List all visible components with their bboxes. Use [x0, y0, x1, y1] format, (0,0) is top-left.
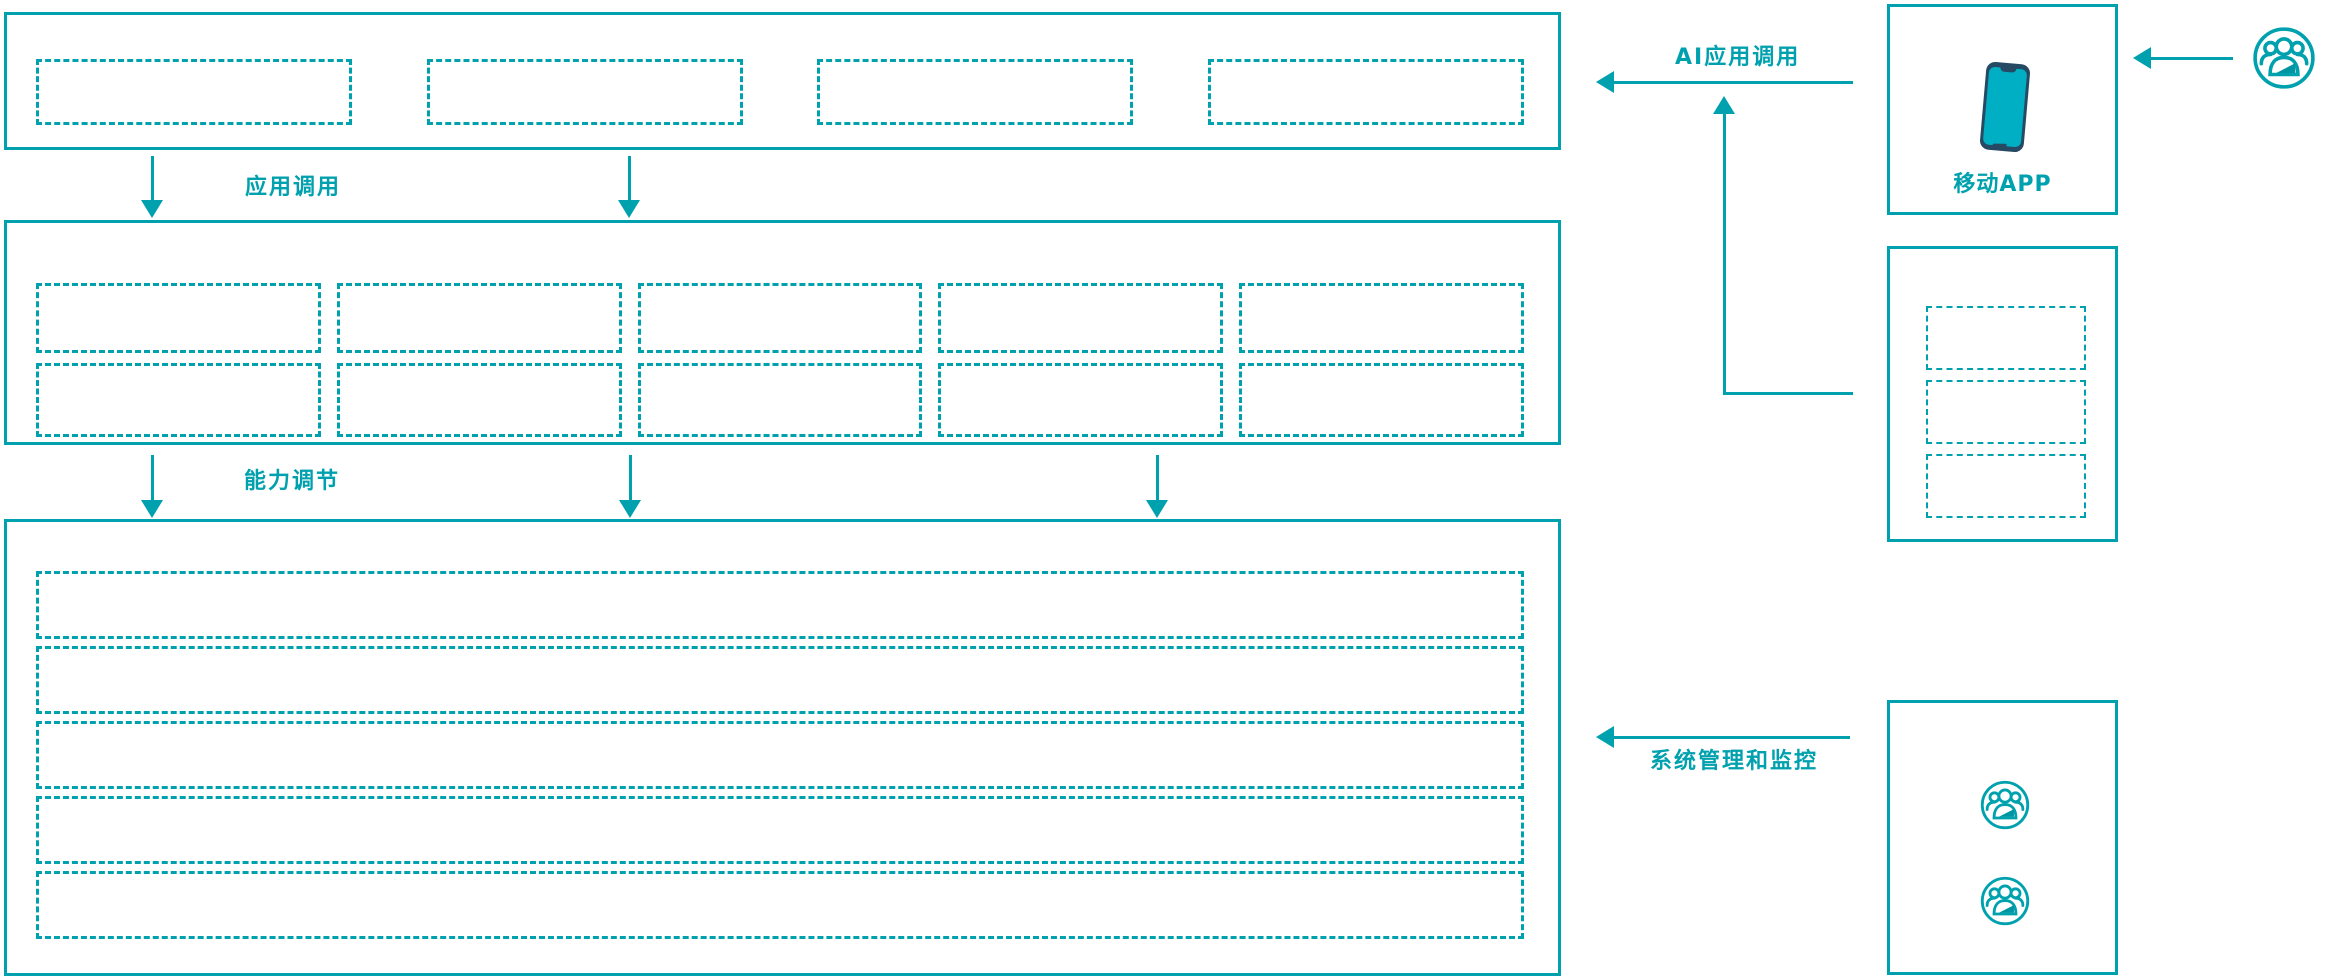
placeholder-box	[36, 646, 1524, 714]
arrow-head	[619, 500, 641, 518]
arrow-line	[1614, 81, 1853, 84]
arrow-line	[151, 156, 154, 200]
arrow-head	[1146, 500, 1168, 518]
component-box	[1887, 246, 2118, 542]
connector-line	[1723, 392, 1853, 395]
arrow-head	[141, 200, 163, 218]
user-group-icon	[1979, 779, 2031, 831]
placeholder-box	[1239, 363, 1524, 437]
placeholder-box	[36, 796, 1524, 864]
arrow-left-icon	[2133, 47, 2233, 69]
capability-tuning-label: 能力调节	[244, 469, 341, 494]
app-call-label: 应用调用	[245, 175, 342, 200]
mobile-app-label: 移动APP	[1953, 172, 2052, 197]
arrow-left-icon	[1596, 71, 1853, 93]
placeholder-box	[637, 283, 923, 353]
placeholder-box	[36, 571, 1524, 639]
arrow-line	[1723, 114, 1726, 395]
arrow-line	[1156, 455, 1159, 500]
arrow-line	[1614, 736, 1850, 739]
placeholder-box	[336, 283, 622, 353]
smartphone-icon	[1979, 61, 2031, 153]
placeholder-box	[817, 59, 1134, 125]
arrow-down-icon	[619, 455, 641, 518]
arrow-down-icon	[141, 455, 163, 518]
arrow-head	[1596, 71, 1614, 93]
component-placeholders	[1926, 306, 2086, 528]
arrow-line	[629, 455, 632, 500]
placeholder-box	[637, 363, 923, 437]
placeholder-box	[36, 871, 1524, 939]
phone-notch	[2000, 65, 2017, 73]
placeholder-box	[36, 363, 321, 437]
arrow-head	[1596, 726, 1614, 748]
arrow-head	[141, 500, 163, 518]
user-group-icon	[1979, 875, 2031, 927]
placeholder-box	[938, 363, 1224, 437]
arrow-line	[151, 455, 154, 500]
placeholder-box	[1239, 283, 1524, 353]
bottom-band-placeholders	[36, 571, 1524, 946]
top-band-placeholders	[36, 59, 1524, 125]
admin-users-box	[1887, 700, 2118, 975]
arrow-head	[2133, 47, 2151, 69]
placeholder-box	[1207, 59, 1524, 125]
placeholder-box	[36, 59, 352, 125]
mobile-app-box: 移动APP	[1887, 4, 2118, 215]
arrow-up-icon	[1713, 96, 1735, 395]
phone-homebar	[1992, 143, 2007, 147]
arrow-left-icon	[1596, 726, 1850, 748]
placeholder-box	[36, 283, 321, 353]
arrow-head	[618, 200, 640, 218]
arrow-down-icon	[141, 156, 163, 218]
ai-app-call-label: AI应用调用	[1675, 45, 1801, 70]
arrow-line	[628, 156, 631, 200]
placeholder-box	[1926, 454, 2086, 518]
placeholder-box	[1926, 306, 2086, 370]
middle-band-placeholders	[36, 283, 1524, 437]
placeholder-box	[426, 59, 743, 125]
placeholder-box	[1926, 380, 2086, 444]
phone-screen	[1982, 66, 2028, 148]
arrow-down-icon	[618, 156, 640, 218]
system-monitor-label: 系统管理和监控	[1650, 749, 1819, 774]
user-group-icon	[2251, 25, 2317, 91]
placeholder-box	[938, 283, 1224, 353]
arrow-down-icon	[1146, 455, 1168, 518]
placeholder-box	[336, 363, 622, 437]
placeholder-box	[36, 721, 1524, 789]
arrow-head	[1713, 96, 1735, 114]
arrow-line	[2151, 57, 2233, 60]
